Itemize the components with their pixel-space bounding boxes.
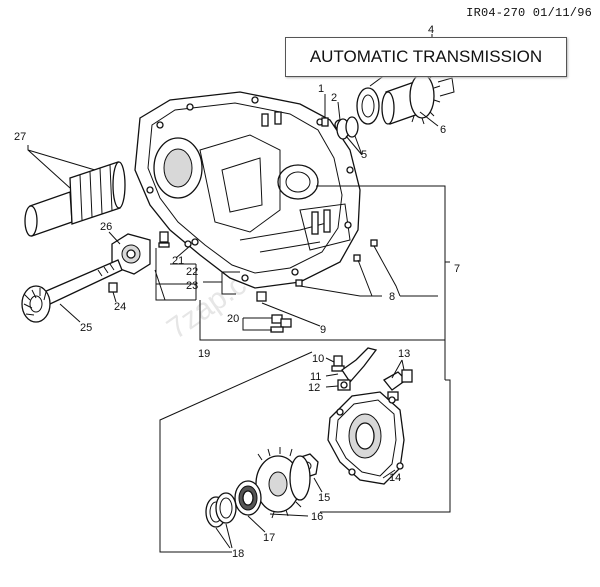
part-14-housing [327,391,405,485]
callout-22: 22 [186,266,198,278]
part-26-retainer [111,233,151,275]
callout-6: 6 [440,124,446,136]
callout-14: 14 [389,472,401,484]
callout-5: 5 [361,149,367,161]
title-banner: AUTOMATIC TRANSMISSION [285,37,567,77]
callout-17: 17 [263,532,275,544]
callout-20: 20 [227,313,239,325]
callout-8: 8 [389,291,395,303]
part-10-13-sensor [331,347,413,401]
callout-11: 11 [310,371,321,383]
callout-19: 19 [198,348,210,360]
callout-13: 13 [398,348,410,360]
callout-24: 24 [114,301,126,313]
part-25-output-shaft [21,259,123,323]
callout-2: 2 [331,92,337,104]
drawing-id-stamp: IR04-270 01/11/96 [466,6,592,20]
callout-9: 9 [320,324,326,336]
callout-10: 10 [312,353,324,365]
part-6-input-gear [381,69,455,125]
callout-16: 16 [311,511,323,523]
transmission-case [134,91,361,289]
callout-15: 15 [318,492,330,504]
part-16-gear [255,447,311,519]
callout-7: 7 [454,263,460,275]
leader-lines [27,34,451,553]
part-18-washers [205,492,237,528]
callout-4: 4 [428,24,434,36]
callout-labels: 1 2 4 5 6 7 8 9 10 11 12 13 14 15 16 17 … [14,24,460,560]
part-27-sleeve [24,161,126,237]
part-17-bearing [234,480,262,516]
part-1-2-4-5-upper [321,87,380,140]
callout-18: 18 [232,548,244,560]
callout-1: 1 [318,83,324,95]
callout-27: 27 [14,131,26,143]
callout-23: 23 [186,280,198,292]
callout-12: 12 [308,382,320,394]
callout-26: 26 [100,221,112,233]
part-21-24-plugs [108,231,378,333]
callout-21: 21 [172,255,184,267]
callout-25: 25 [80,322,92,334]
